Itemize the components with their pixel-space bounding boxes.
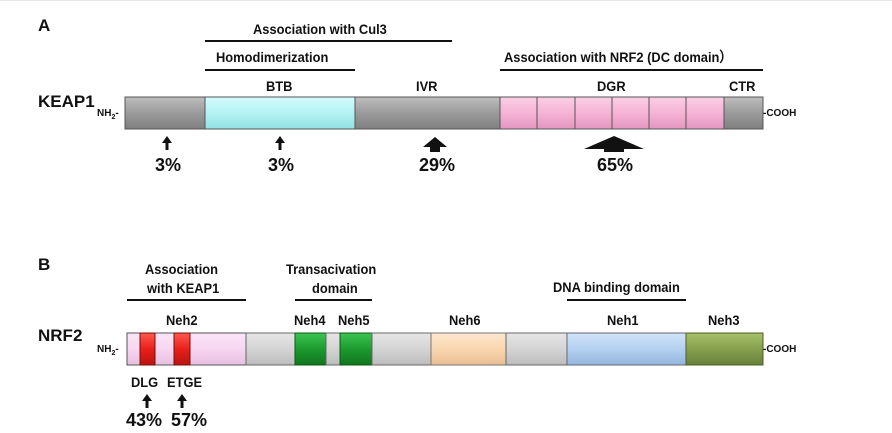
dgr-label: DGR: [597, 78, 626, 94]
btb-label: BTB: [266, 78, 293, 94]
keap1-kelch-repeat-6: [685, 96, 725, 130]
neh6-label: Neh6: [449, 312, 481, 328]
nrf2-linker-1: [245, 332, 296, 366]
nrf2-linker-2: [325, 332, 341, 366]
nrf2-bar: [126, 332, 764, 366]
keap1-bar: [124, 96, 764, 130]
etge-label: ETGE: [167, 374, 203, 390]
transactivation-label-line1: Transacivation: [286, 261, 377, 277]
nrf2-neh1-domain: [566, 332, 687, 366]
top-border: [0, 0, 892, 1]
keap1-pct-ivr: 29%: [419, 155, 456, 175]
keap1-association-label-line2: with KEAP1: [147, 280, 220, 296]
nrf2-c-terminus: -COOH: [763, 344, 797, 355]
keap1-pct-btb: 3%: [268, 155, 295, 175]
nrf2-neh5-domain: [339, 332, 373, 366]
nrf2-neh4-domain: [294, 332, 327, 366]
arrow-up-icon: [162, 136, 172, 150]
neh5-label: Neh5: [338, 312, 370, 328]
dlg-label: DLG: [131, 374, 159, 390]
panel-a-letter: A: [38, 16, 51, 35]
keap1-association-label-line1: Association: [145, 261, 219, 277]
nrf2-association-label: Association with NRF2 (DC domain）: [504, 49, 733, 65]
arrow-up-icon: [423, 137, 447, 152]
nrf2-label: NRF2: [38, 326, 83, 345]
nrf2-neh3-domain: [685, 332, 764, 366]
keap1-pct-dgr: 65%: [597, 155, 634, 175]
nrf2-dlg-motif: [139, 332, 156, 366]
transactivation-label-line2: domain: [312, 280, 358, 296]
neh2-label: Neh2: [166, 312, 198, 328]
cul3-association-label: Association with Cul3: [253, 21, 387, 37]
ctr-label: CTR: [729, 78, 756, 94]
keap1-ivr-domain: [354, 96, 501, 130]
keap1-c-terminus: -COOH: [763, 108, 797, 119]
neh3-label: Neh3: [708, 312, 740, 328]
nrf2-neh6-domain: [430, 332, 507, 366]
arrow-up-icon: [142, 394, 152, 408]
keap1-ntr-domain: [124, 96, 206, 130]
nrf2-linker-4: [505, 332, 568, 366]
nrf2-n-terminus: NH2-: [97, 344, 119, 358]
keap1-kelch-repeat-5: [648, 96, 687, 130]
dna-binding-label: DNA binding domain: [553, 279, 680, 295]
keap1-label: KEAP1: [38, 92, 95, 111]
panel-b-letter: B: [38, 255, 51, 274]
keap1-kelch-repeat-3: [574, 96, 613, 130]
nrf2-pct-dlg: 43%: [126, 410, 163, 430]
nrf2-pct-etge: 57%: [171, 410, 208, 430]
keap1-ctr-domain: [723, 96, 764, 130]
ivr-label: IVR: [416, 78, 438, 94]
keap1-btb-domain: [204, 96, 356, 130]
arrow-up-icon: [177, 394, 187, 408]
nrf2-linker-3: [371, 332, 432, 366]
keap1-pct-ntr: 3%: [155, 155, 182, 175]
keap1-kelch-repeat-1: [499, 96, 538, 130]
homodimerization-label: Homodimerization: [216, 49, 329, 65]
keap1-kelch-repeat-4: [611, 96, 650, 130]
keap1-kelch-repeat-2: [536, 96, 576, 130]
arrow-up-icon: [584, 136, 644, 152]
neh1-label: Neh1: [607, 312, 639, 328]
nrf2-etge-motif: [173, 332, 191, 366]
neh4-label: Neh4: [294, 312, 326, 328]
keap1-n-terminus: NH2-: [97, 108, 119, 122]
arrow-up-icon: [275, 136, 285, 150]
